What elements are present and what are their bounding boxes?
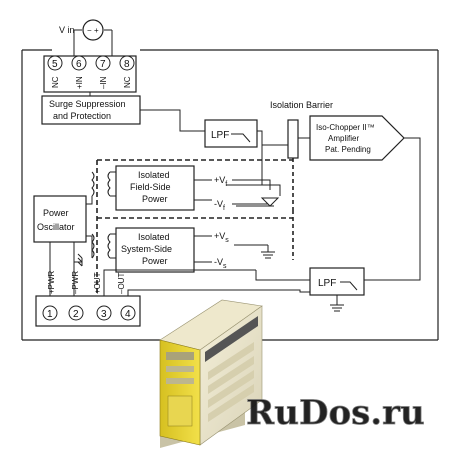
svg-text:7: 7 bbox=[100, 59, 106, 70]
vin-source: V in − + bbox=[59, 19, 113, 56]
system-vplus: +Vs bbox=[214, 231, 229, 244]
svg-text:Isolated: Isolated bbox=[138, 232, 170, 242]
svg-text:5: 5 bbox=[52, 59, 58, 70]
svg-text:Power: Power bbox=[43, 208, 69, 218]
signal-wires bbox=[140, 109, 340, 207]
terminal-2: –PWR 2 bbox=[68, 271, 84, 321]
svg-text:Surge Suppression: Surge Suppression bbox=[49, 99, 126, 109]
pin-label-nc-1: NC bbox=[51, 76, 60, 88]
terminal-6: 6 +IN bbox=[71, 55, 87, 89]
pin-label-plus-out: +OUT bbox=[93, 272, 102, 294]
field-vplus: +Vf bbox=[214, 175, 227, 188]
field-vminus: -Vf bbox=[214, 199, 225, 212]
pin-label-minus-out: –OUT bbox=[117, 273, 126, 294]
bottom-terminal-block: +PWR 1 –PWR 2 +OUT 3 –OUT 4 bbox=[35, 270, 141, 327]
svg-text:2: 2 bbox=[73, 309, 79, 320]
svg-text:Amplifier: Amplifier bbox=[328, 134, 359, 143]
svg-text:6: 6 bbox=[76, 59, 82, 70]
svg-text:Isolated: Isolated bbox=[138, 170, 170, 180]
svg-text:Iso-Chopper II™: Iso-Chopper II™ bbox=[316, 123, 375, 132]
svg-text:LPF: LPF bbox=[318, 278, 336, 289]
output-wires bbox=[255, 137, 421, 281]
system-side-power-block: Isolated System-Side Power +Vs -Vs bbox=[115, 227, 275, 273]
terminal-3: +OUT 3 bbox=[93, 272, 112, 321]
svg-text:Power: Power bbox=[142, 256, 168, 266]
transformer-icon bbox=[91, 171, 116, 259]
top-terminal-block: 5 NC 6 +IN 7 –IN 8 NC bbox=[43, 55, 137, 93]
terminal-8: 8 NC bbox=[119, 55, 135, 88]
terminal-1: +PWR 1 bbox=[42, 270, 58, 321]
lpf-filter-1: LPF bbox=[204, 119, 258, 148]
ground-icon bbox=[261, 245, 275, 259]
svg-text:and Protection: and Protection bbox=[53, 111, 111, 121]
system-vminus: -Vs bbox=[214, 257, 227, 270]
svg-text:+: + bbox=[94, 26, 99, 35]
svg-text:Field-Side: Field-Side bbox=[130, 182, 171, 192]
pin-label-nc-2: NC bbox=[123, 76, 132, 88]
isolation-barrier-label: Isolation Barrier bbox=[270, 100, 333, 110]
svg-text:Pat. Pending: Pat. Pending bbox=[325, 145, 371, 154]
svg-text:LPF: LPF bbox=[211, 130, 229, 141]
outer-frame bbox=[21, 49, 439, 341]
terminal-5: 5 NC bbox=[47, 55, 63, 88]
vin-label: V in bbox=[59, 25, 75, 35]
isolation-dashes bbox=[96, 159, 293, 302]
svg-text:8: 8 bbox=[124, 59, 130, 70]
lpf-filter-2: LPF bbox=[309, 267, 365, 312]
terminal-7: 7 –IN bbox=[95, 55, 111, 89]
pin-label-plus-pwr: +PWR bbox=[47, 270, 56, 294]
chassis-ground-icon bbox=[74, 253, 83, 267]
svg-text:System-Side: System-Side bbox=[121, 244, 172, 254]
svg-text:4: 4 bbox=[125, 309, 131, 320]
ac-source-icon: − + bbox=[82, 19, 104, 41]
amplifier-block: Iso-Chopper II™ Amplifier Pat. Pending bbox=[309, 115, 405, 161]
surge-protection-block: Surge Suppression and Protection bbox=[41, 92, 141, 125]
ground-icon bbox=[330, 304, 344, 312]
power-oscillator-block: Power Oscillator bbox=[33, 195, 93, 296]
svg-text:Power: Power bbox=[142, 194, 168, 204]
pin-label-minus-in: –IN bbox=[99, 76, 108, 89]
ground-icon bbox=[260, 197, 280, 207]
pin-label-minus-pwr: –PWR bbox=[71, 271, 80, 294]
bottom-wires bbox=[103, 269, 310, 296]
terminal-4: –OUT 4 bbox=[117, 273, 136, 321]
field-side-power-block: Isolated Field-Side Power +Vf -Vf bbox=[115, 165, 280, 212]
svg-text:3: 3 bbox=[101, 309, 107, 320]
svg-text:1: 1 bbox=[47, 309, 53, 320]
svg-text:−: − bbox=[87, 26, 92, 35]
pin-label-plus-in: +IN bbox=[75, 76, 84, 89]
svg-text:Oscillator: Oscillator bbox=[37, 222, 75, 232]
module-photo bbox=[159, 299, 263, 448]
watermark: RuDos.ru bbox=[246, 393, 425, 433]
